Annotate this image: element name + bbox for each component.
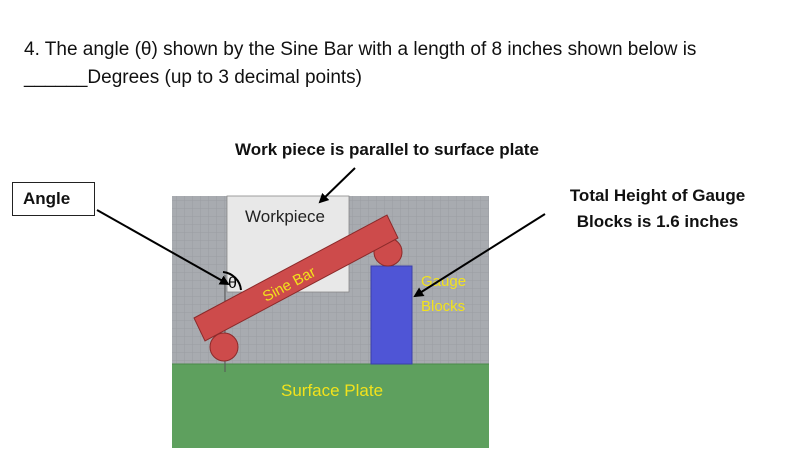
question-text: 4. The angle (θ) shown by the Sine Bar w… (24, 36, 784, 92)
sine-bar (193, 214, 399, 342)
workpiece-label: Workpiece (245, 207, 325, 226)
angle-arrow (96, 209, 230, 285)
workpiece-callout: Work piece is parallel to surface plate (235, 140, 539, 159)
gauge-arrow (413, 213, 546, 298)
gauge-callout-line-2: Blocks is 1.6 inches (576, 212, 739, 231)
left-roller (209, 332, 239, 362)
workpiece-arrow (318, 167, 356, 204)
surface-plate (172, 364, 489, 448)
gauge-height-callout: Total Height of Gauge Blocks is 1.6 inch… (550, 183, 765, 235)
gauge-callout-line-1: Total Height of Gauge (569, 186, 746, 205)
question-line-1: 4. The angle (θ) shown by the Sine Bar w… (24, 39, 697, 60)
theta-symbol: θ (228, 275, 237, 292)
gauge-blocks (370, 265, 413, 365)
angle-label-box: Angle (12, 182, 95, 216)
question-line-2: Degrees (up to 3 decimal points) (87, 67, 362, 88)
surface-plate-label: Surface Plate (281, 381, 383, 400)
answer-blank: ______ (24, 67, 88, 88)
gauge-label-line-2: Blocks (421, 298, 465, 315)
angle-arc (222, 271, 242, 291)
